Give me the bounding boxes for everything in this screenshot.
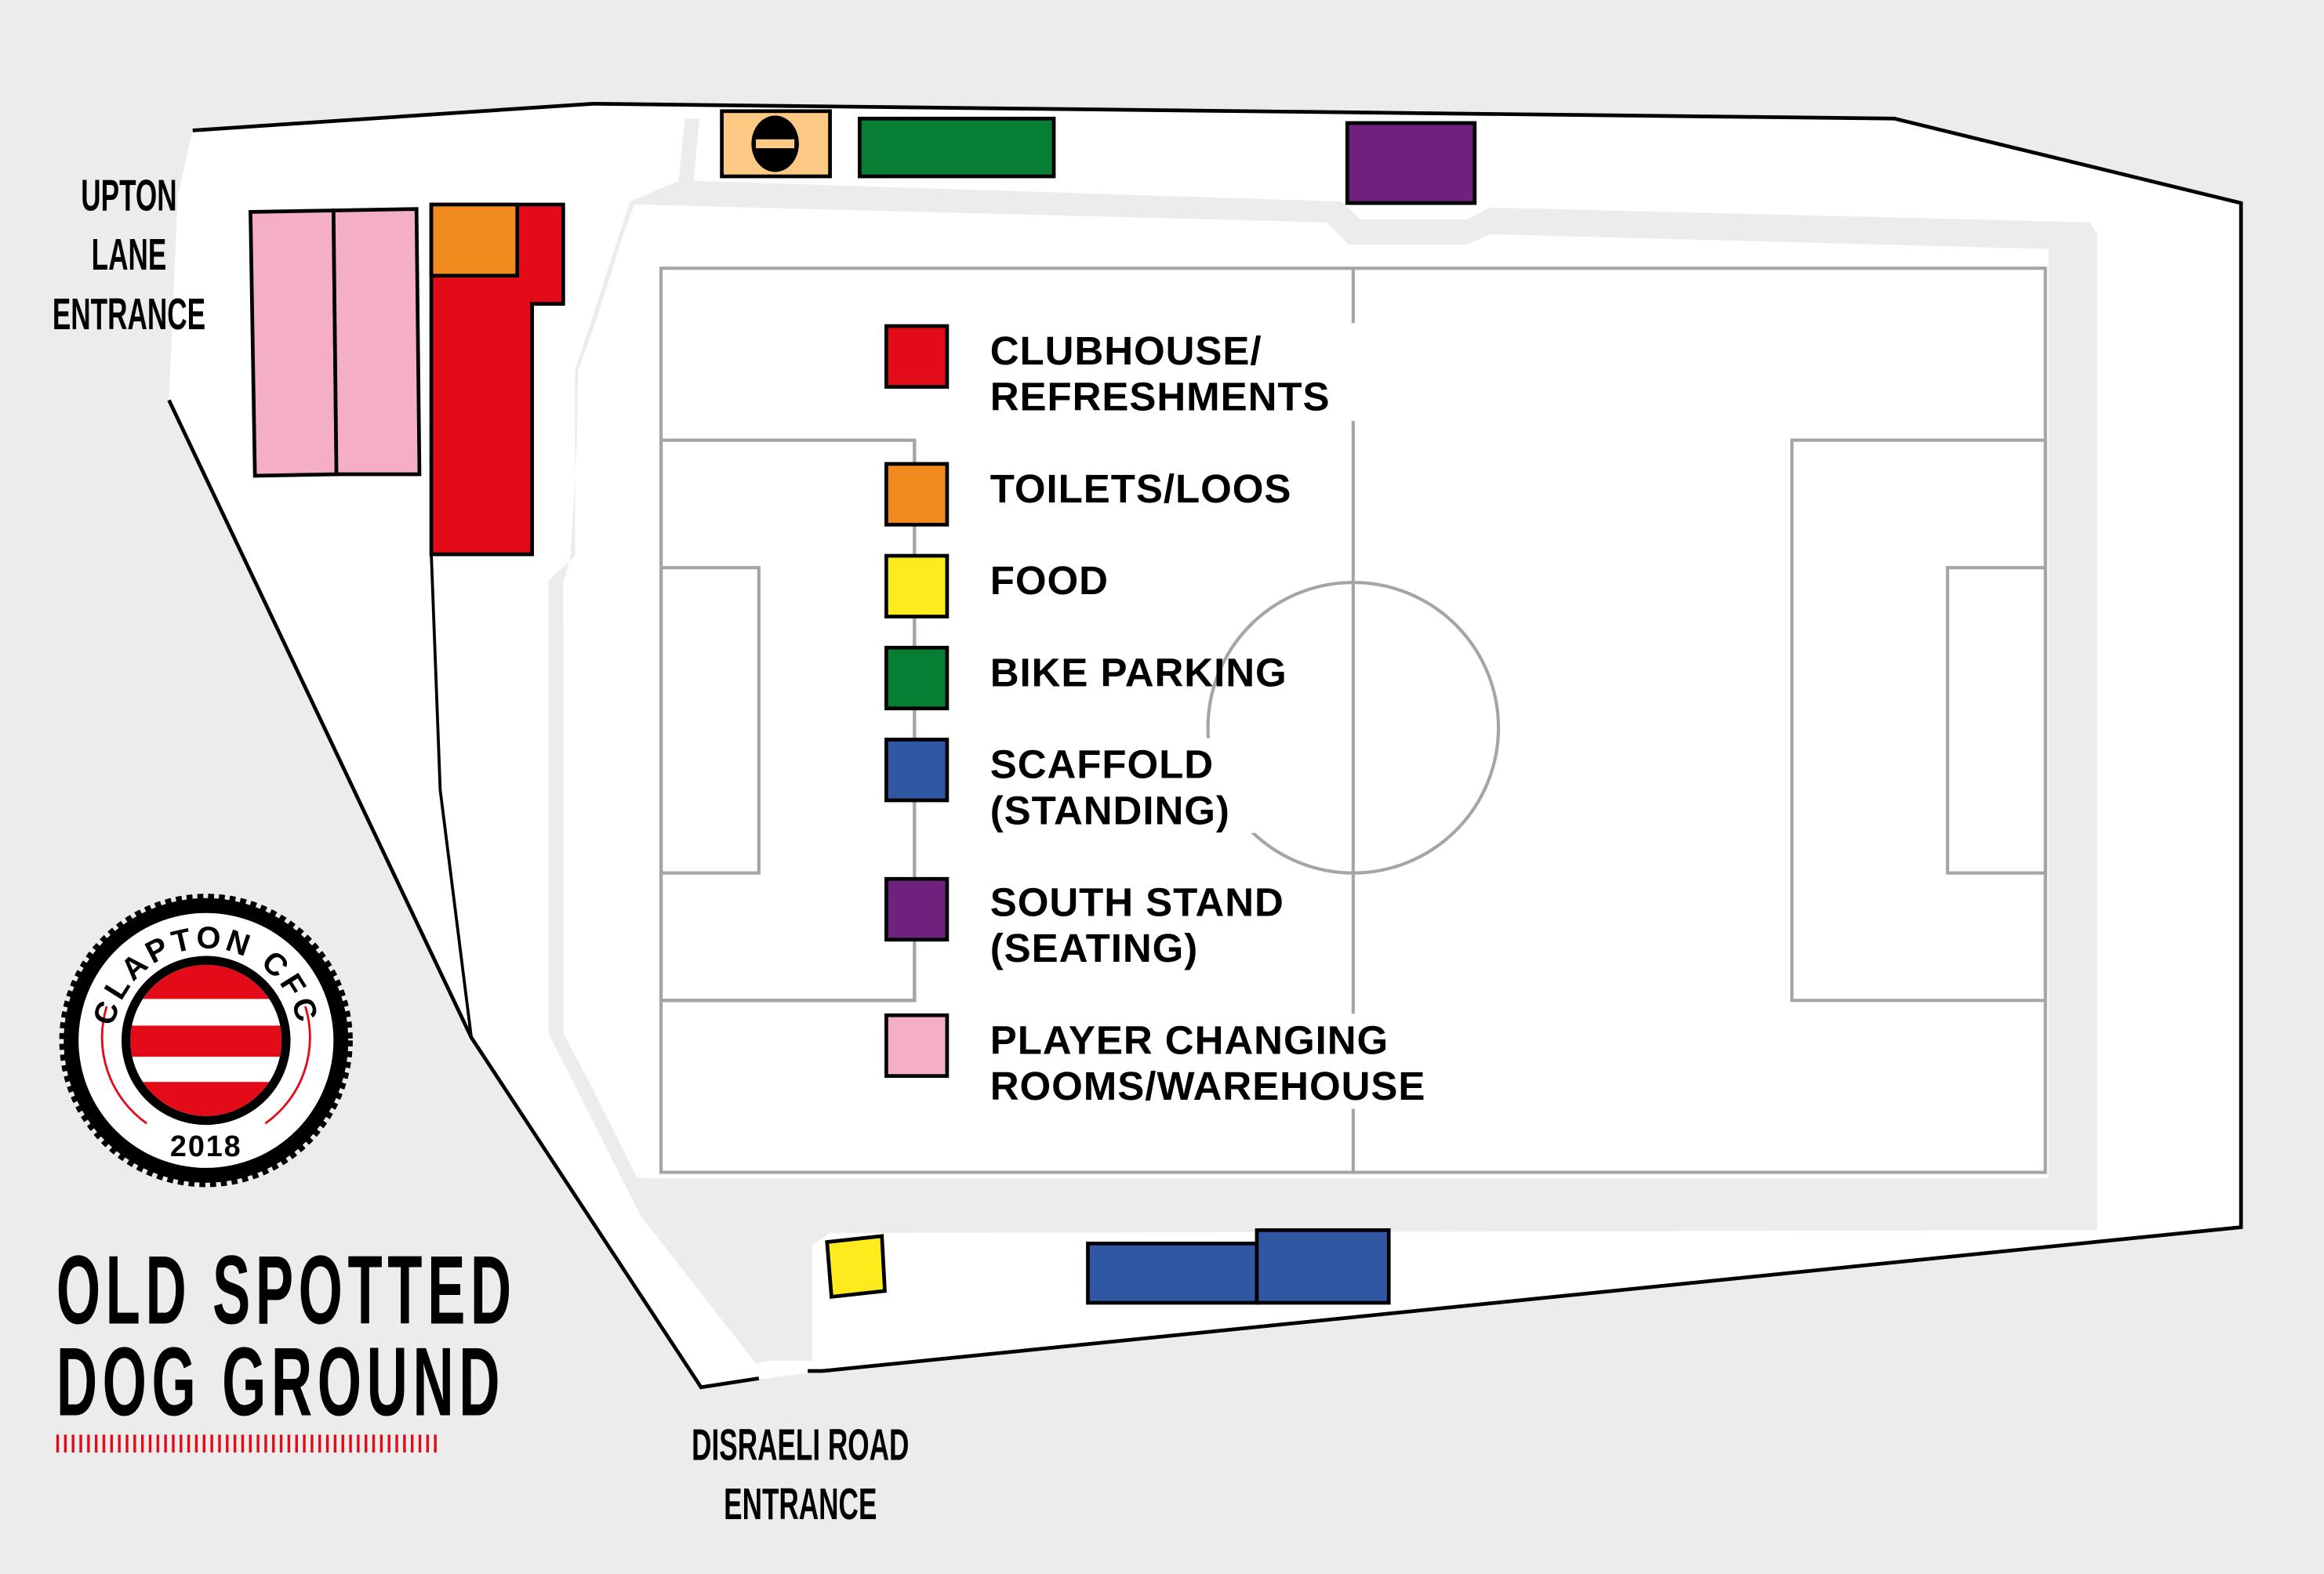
right-goal-area xyxy=(1945,566,2047,875)
legend-label: BIKE PARKING xyxy=(990,650,1287,695)
clubhouse-building xyxy=(429,202,565,557)
ground-title: OLD SPOTTED DOG GROUND xyxy=(56,1235,517,1453)
legend-label: CLUBHOUSE/ xyxy=(990,328,1262,373)
legend-label: ROOMS/WAREHOUSE xyxy=(990,1064,1426,1108)
legend-label: PLAYER CHANGING xyxy=(990,1017,1389,1062)
centre-circle xyxy=(1206,580,1501,875)
legend-label: FOOD xyxy=(990,558,1109,603)
legend-swatch-toilets xyxy=(884,462,950,527)
legend-label: (SEATING) xyxy=(990,926,1199,970)
logo-year: 2018 xyxy=(170,1130,242,1163)
upton-lane-entrance-label: UPTON LANE ENTRANCE xyxy=(53,170,205,339)
clapton-cfc-logo: CLAPTON CFC 2018 xyxy=(59,894,353,1188)
legend-swatch-south-stand xyxy=(884,876,950,942)
legend-label: REFRESHMENTS xyxy=(990,375,1331,419)
title-line-1: OLD SPOTTED xyxy=(56,1235,517,1344)
south-stand-building xyxy=(1345,121,1477,205)
scaffold-stand-2 xyxy=(1255,1228,1391,1305)
legend-item-bike-parking: BIKE PARKING xyxy=(884,645,1287,711)
legend-item-clubhouse: CLUBHOUSE/ REFRESHMENTS xyxy=(884,323,1386,421)
legend-label: SOUTH STAND xyxy=(990,879,1284,924)
left-goal-area xyxy=(659,566,761,875)
legend: CLUBHOUSE/ REFRESHMENTS TOILETS/LOOS FOO… xyxy=(661,323,1498,1109)
changing-room-1 xyxy=(249,209,339,478)
legend-swatch-changing-rooms xyxy=(884,1013,950,1079)
svg-text:LANE: LANE xyxy=(92,229,167,279)
title-line-2: DOG GROUND xyxy=(56,1327,505,1436)
disraeli-road-entrance-label: DISRAELI ROAD ENTRANCE xyxy=(692,1420,909,1529)
scaffold-stand-1 xyxy=(1086,1241,1259,1305)
legend-item-toilets: TOILETS/LOOS xyxy=(884,462,1349,527)
svg-text:ENTRANCE: ENTRANCE xyxy=(53,288,205,339)
legend-item-changing-rooms: PLAYER CHANGING ROOMS/WAREHOUSE xyxy=(884,1013,1498,1109)
legend-item-food: FOOD xyxy=(884,553,1109,618)
legend-label: SCAFFOLD xyxy=(990,742,1214,787)
legend-label: TOILETS/LOOS xyxy=(990,466,1292,511)
svg-text:ENTRANCE: ENTRANCE xyxy=(724,1478,877,1529)
toilets-building xyxy=(429,202,520,278)
legend-swatch-food xyxy=(884,553,950,618)
legend-swatch-bike-parking xyxy=(884,645,950,711)
legend-item-scaffold: SCAFFOLD (STANDING) xyxy=(884,738,1283,833)
svg-text:DISRAELI ROAD: DISRAELI ROAD xyxy=(692,1420,909,1470)
facilities xyxy=(249,109,1477,1305)
perimeter-path xyxy=(548,118,2097,1364)
bike-parking-area xyxy=(858,116,1056,179)
food-kiosk xyxy=(825,1234,887,1300)
legend-item-south-stand: SOUTH STAND (SEATING) xyxy=(884,876,1334,973)
svg-text:UPTON: UPTON xyxy=(81,170,176,220)
legend-swatch-clubhouse xyxy=(884,324,950,389)
legend-swatch-scaffold xyxy=(884,738,950,803)
legend-label: (STANDING) xyxy=(990,788,1230,832)
changing-room-2 xyxy=(331,207,422,477)
no-entry-icon xyxy=(751,115,799,172)
